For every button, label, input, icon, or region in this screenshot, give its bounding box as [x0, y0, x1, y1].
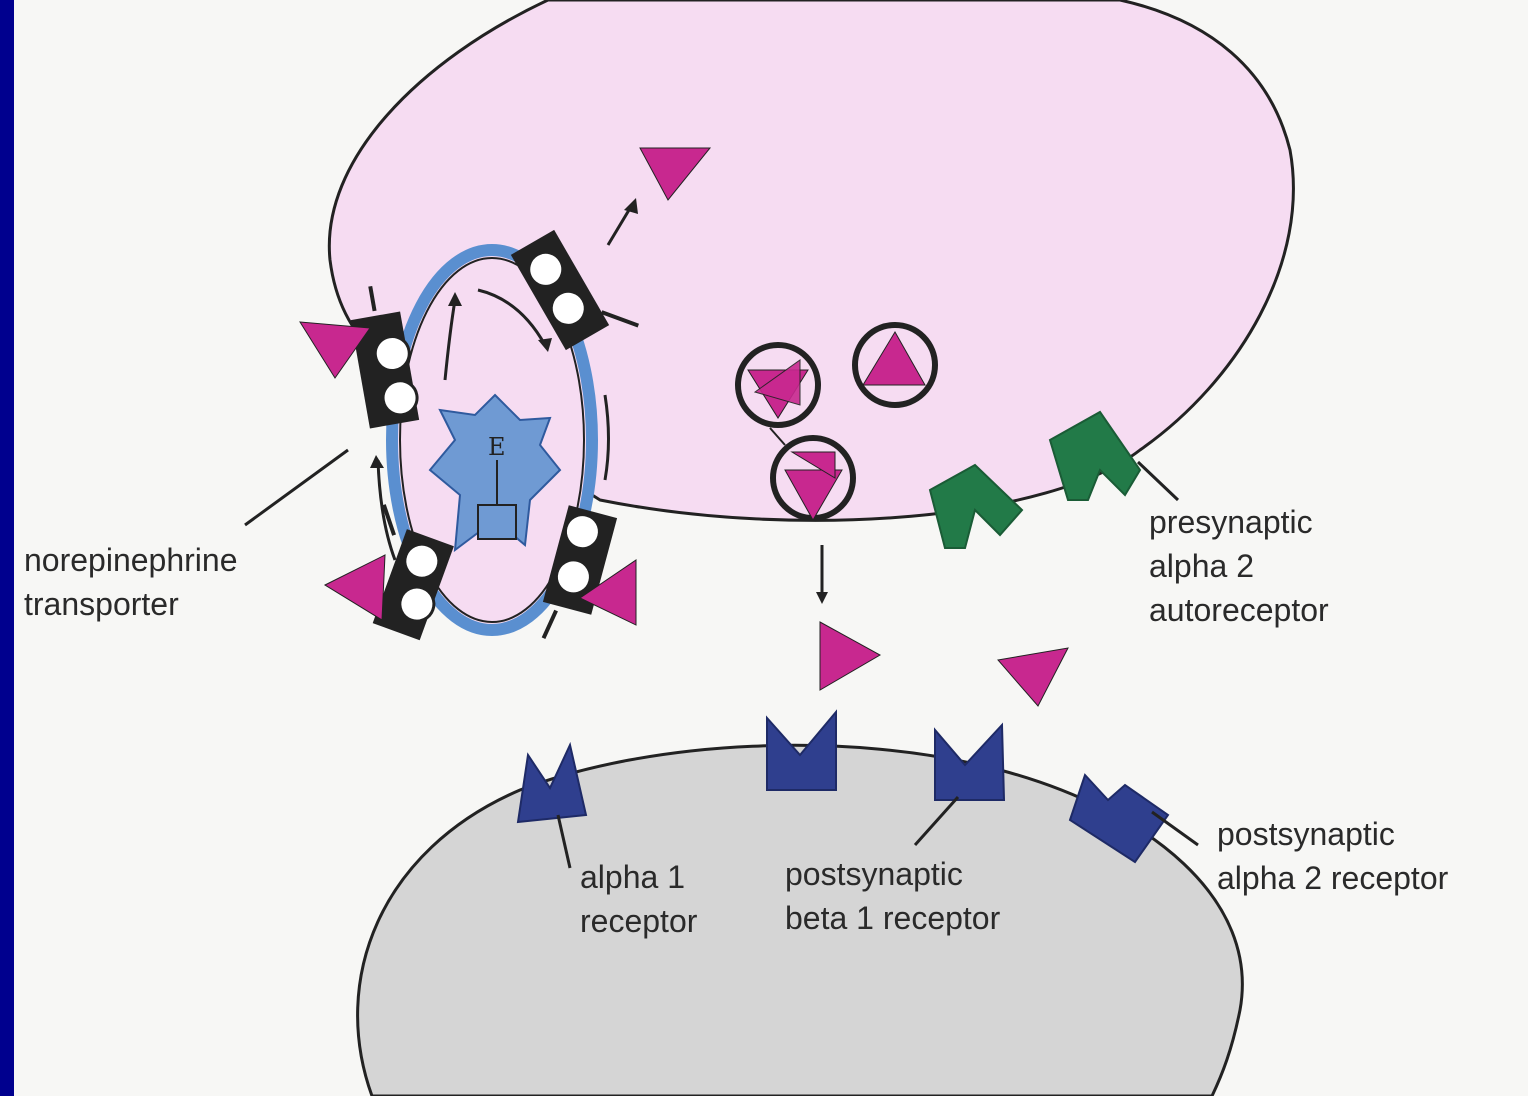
synaptic-vesicle-3	[773, 438, 853, 520]
label-postsynaptic-alpha2-receptor: postsynaptic alpha 2 receptor	[1217, 812, 1448, 900]
enzyme-letter: E	[488, 433, 506, 461]
alpha1-receptor-icon	[518, 745, 586, 822]
ne-triangle-synapse	[998, 648, 1068, 706]
diagram-canvas: E	[14, 0, 1528, 1096]
label-norepinephrine-transporter: norepinephrine transporter	[24, 538, 238, 626]
ne-triangle-bottom-left	[325, 555, 385, 620]
synaptic-vesicle-2	[855, 325, 935, 405]
synaptic-vesicle-1	[738, 345, 818, 425]
label-alpha1-receptor: alpha 1 receptor	[580, 855, 697, 943]
beta1-receptor-icon-2	[935, 725, 1004, 800]
label-presynaptic-alpha2-autoreceptor: presynaptic alpha 2 autoreceptor	[1149, 500, 1329, 632]
label-postsynaptic-beta1-receptor: postsynaptic beta 1 receptor	[785, 852, 1000, 940]
ne-triangle-released	[820, 622, 880, 690]
